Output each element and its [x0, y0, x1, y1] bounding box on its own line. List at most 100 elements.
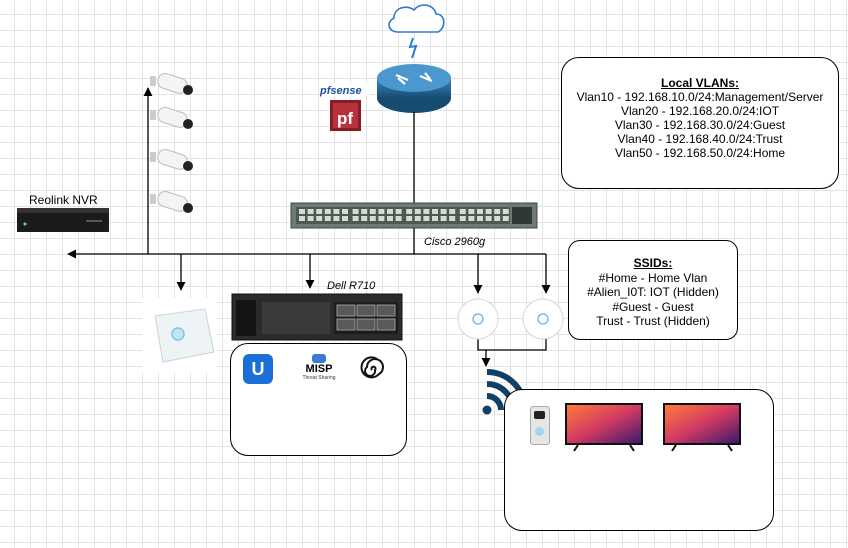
nvr-icon: [17, 208, 109, 232]
switch-port: [307, 209, 314, 214]
security-camera-icon: [150, 148, 193, 171]
ap-join-line: [477, 339, 547, 351]
switch-port: [378, 216, 385, 221]
switch-port: [423, 216, 430, 221]
camera-group: [150, 72, 193, 213]
switch-port: [387, 216, 393, 221]
switch-port: [361, 216, 368, 221]
switch-port: [361, 209, 368, 214]
nvr-label: Reolink NVR: [29, 193, 98, 207]
ssid-item: #Alien_I0T: IOT (Hidden): [587, 285, 719, 299]
server-drive-bay: [376, 304, 396, 317]
switch-port: [459, 209, 466, 214]
switch-port: [468, 216, 475, 221]
misp-logo-text: MISP: [305, 363, 333, 375]
pfsense-logo: pfsense: [319, 83, 370, 97]
unifi-logo-text: U: [251, 359, 265, 379]
switch-port: [342, 216, 348, 221]
switch-port: [316, 216, 323, 221]
server-services-box: U MISP Threat Sharing: [230, 343, 407, 456]
server-drive-bay: [356, 304, 376, 317]
ssid-item: Trust - Trust (Hidden): [596, 314, 710, 328]
pfsense-logo-text: pfsense: [319, 85, 362, 97]
access-point-1-icon: [457, 298, 499, 340]
vlan-item: Vlan20 - 192.168.20.0/24:IOT: [620, 104, 780, 118]
ssid-item: #Guest - Guest: [612, 299, 694, 314]
switch-port: [342, 209, 348, 214]
server-drive-bay: [356, 318, 376, 331]
cisco-switch-icon: [290, 202, 538, 229]
switch-port: [406, 209, 413, 214]
server-drive-bay: [376, 318, 396, 331]
switch-port: [449, 216, 456, 221]
switch-port: [414, 216, 421, 221]
vlan-item: Vlan40 - 192.168.40.0/24:Trust: [617, 132, 783, 146]
vlan-item: Vlan50 - 192.168.50.0/24:Home: [614, 146, 786, 160]
misp-logo: MISP Threat Sharing: [295, 354, 343, 388]
switch-port: [477, 216, 483, 221]
doorbell-icon: [530, 406, 550, 445]
switch-port: [352, 209, 359, 214]
switch-port: [502, 216, 509, 221]
internet-cloud-icon: [388, 4, 445, 33]
pfsense-badge-text: pf: [337, 109, 353, 128]
switch-port: [352, 216, 359, 221]
smart-tv-2-icon: [663, 403, 741, 452]
smart-tv-1-icon: [565, 403, 643, 452]
switch-port: [387, 209, 393, 214]
server-drive-bay: [336, 318, 356, 331]
switch-port: [423, 209, 430, 214]
ssid-list-title: SSIDs:: [633, 256, 673, 270]
switch-port: [333, 209, 340, 214]
security-camera-icon: [150, 190, 193, 213]
switch-port: [432, 209, 438, 214]
ssid-list-box: SSIDs: #Home - Home Vlan #Alien_I0T: IOT…: [568, 240, 738, 340]
switch-port: [369, 216, 376, 221]
vlan-list-box: Local VLANs: Vlan10 - 192.168.10.0/24:Ma…: [561, 57, 839, 189]
switch-port: [414, 209, 421, 214]
vlan-item: Vlan10 - 192.168.10.0/24:Management/Serv…: [576, 90, 824, 104]
switch-port: [333, 216, 340, 221]
switch-port: [440, 209, 447, 214]
switch-label: Cisco 2960g: [424, 236, 486, 248]
switch-port: [307, 216, 314, 221]
switch-port: [378, 209, 385, 214]
switch-port: [494, 209, 501, 214]
switch-port: [468, 209, 475, 214]
vlan-item: Vlan30 - 192.168.30.0/24:Guest: [614, 118, 786, 132]
switch-port: [494, 216, 501, 221]
vlan-list-title: Local VLANs:: [660, 76, 739, 90]
switch-port: [432, 216, 438, 221]
lightning-bolt-icon: [408, 37, 418, 59]
switch-port: [395, 216, 402, 221]
switch-port: [316, 209, 323, 214]
server-icon: [231, 293, 403, 341]
unifi-controller-icon: U: [243, 354, 273, 384]
switch-port: [502, 209, 509, 214]
switch-port: [324, 216, 331, 221]
switch-port: [477, 209, 483, 214]
switch-port: [395, 209, 402, 214]
spiral-logo-icon: [359, 355, 385, 383]
switch-port: [449, 209, 456, 214]
switch-port: [299, 216, 305, 221]
switch-port: [485, 209, 492, 214]
misp-logo-subtext: Threat Sharing: [302, 375, 336, 381]
switch-port: [324, 209, 331, 214]
router-icon: [377, 64, 451, 113]
ssid-item: #Home - Home Vlan: [598, 270, 708, 285]
smart-hub-icon: [142, 298, 216, 372]
switch-port: [459, 216, 466, 221]
misp-bubble-icon: [312, 354, 326, 363]
server-label: Dell R710: [327, 280, 376, 292]
access-point-2-icon: [522, 298, 564, 340]
switch-port: [485, 216, 492, 221]
switch-port: [369, 209, 376, 214]
security-camera-icon: [150, 72, 193, 95]
switch-port: [406, 216, 413, 221]
pfsense-badge-icon: pf: [330, 100, 361, 131]
switch-port: [299, 209, 305, 214]
server-drive-bay: [336, 304, 356, 317]
security-camera-icon: [150, 106, 193, 129]
